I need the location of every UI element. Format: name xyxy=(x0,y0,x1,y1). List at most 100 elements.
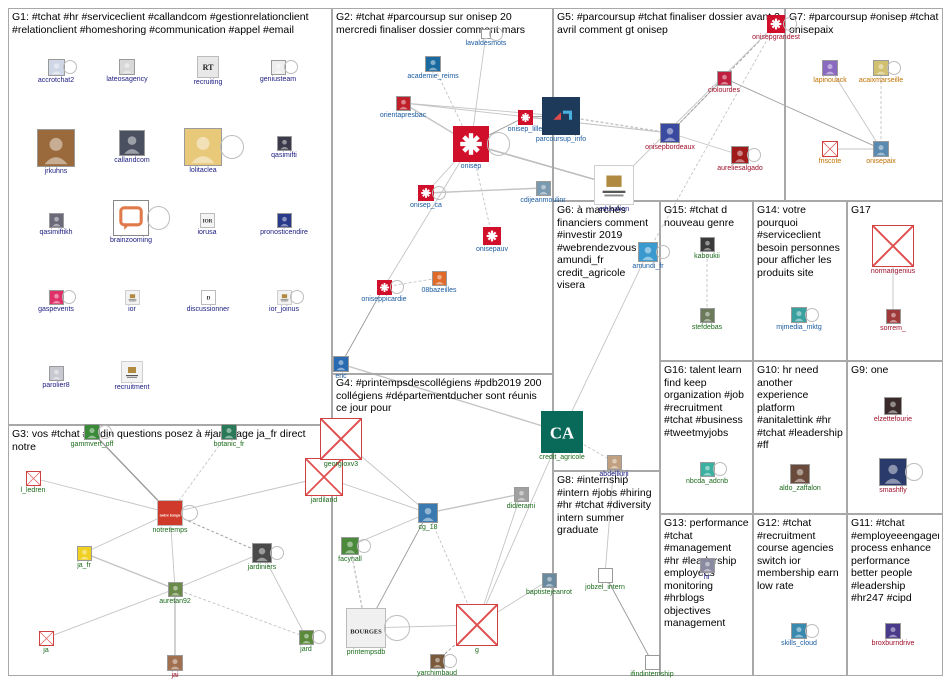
edge-oniseppicardie-08bazeilles xyxy=(383,277,440,288)
ca-logo-icon: CA xyxy=(541,411,583,453)
x-icon xyxy=(456,604,498,646)
avatar-icon xyxy=(341,537,359,555)
group-label-g14: G14: votre pourquoi #serviceclient besoi… xyxy=(757,204,843,279)
avatar-icon xyxy=(822,60,838,76)
node-label: ciolourdes xyxy=(708,86,740,94)
edge-jobzel_intern-ifindinternship xyxy=(604,574,653,663)
self-loop-icon xyxy=(357,539,371,553)
avatar-icon xyxy=(873,60,889,76)
avatar-icon xyxy=(597,567,613,583)
x-icon xyxy=(872,225,914,267)
crest-icon xyxy=(124,289,140,305)
node-label: yarchimbaud xyxy=(416,669,458,677)
group-box-g9 xyxy=(847,361,943,514)
avatar-icon xyxy=(699,461,715,477)
self-loop-icon xyxy=(270,546,284,560)
avatar-icon xyxy=(431,270,447,286)
self-loop-icon xyxy=(805,308,819,322)
edge-onisep-lavaldesmots xyxy=(470,33,487,145)
node-label: lolitaclea xyxy=(189,167,217,174)
group-label-g6: G6: à marchés financiers comment #invest… xyxy=(557,204,649,291)
avatar-icon xyxy=(418,503,438,523)
edge-auretan92-ja_fr xyxy=(83,552,176,590)
node-label: ja xyxy=(43,646,49,654)
group-label-g1: G1: #tchat #hr #serviceclient #callandco… xyxy=(12,11,312,36)
node-label: aureliesalgado xyxy=(717,165,763,172)
node-label: g xyxy=(475,647,479,654)
onisep-logo-icon xyxy=(483,227,501,245)
edge-facynall-printempsdb xyxy=(349,545,367,629)
node-label: lavaldesmots xyxy=(465,40,507,47)
logo-icon: RT xyxy=(197,56,219,78)
self-loop-icon xyxy=(147,206,171,230)
node-label: qasimifti xyxy=(271,151,297,159)
node-label: smashfly xyxy=(879,487,907,494)
svg-text:IOR: IOR xyxy=(202,218,212,224)
avatar-icon xyxy=(716,70,732,86)
avatar-icon xyxy=(885,308,901,324)
self-loop-icon xyxy=(311,630,326,644)
self-loop-icon xyxy=(487,132,511,156)
group-label-g15: G15: #tchat d nouveau genre xyxy=(664,204,735,229)
avatar-icon xyxy=(276,135,292,151)
edge-jobzel_intern-abdellkirji xyxy=(604,461,615,576)
node-label: l_ledren xyxy=(20,486,46,494)
node-label: qasimiftikh xyxy=(39,228,73,236)
node-label: normangenius xyxy=(870,268,916,275)
node-label: geniusteam xyxy=(259,75,297,83)
group-label-g12: G12: #tchat #recruitment course agencies… xyxy=(757,517,842,592)
avatar-icon xyxy=(252,543,272,563)
group-label-g3: G3: vos #tchat #jardin questions posez à… xyxy=(12,428,309,453)
avatar-icon xyxy=(513,486,529,502)
edge-g-credit_agricole xyxy=(476,431,563,626)
node-label: jobzel_intern xyxy=(585,583,625,591)
avatar-icon xyxy=(879,458,907,486)
avatar-icon xyxy=(167,655,183,671)
node-label: acaixmarseille xyxy=(858,77,904,84)
avatar-icon xyxy=(791,307,807,323)
node-label: abdellkirji xyxy=(599,470,629,478)
avatar-icon xyxy=(541,572,557,588)
node-label: callandcom xyxy=(114,157,150,164)
avatar-icon xyxy=(644,654,660,670)
node-label: aldo_zaffalon xyxy=(779,485,821,492)
self-loop-icon xyxy=(389,280,404,294)
group-label-g8: G8: #internship #intern #jobs #hiring #h… xyxy=(557,474,655,536)
self-loop-icon xyxy=(905,463,923,481)
edge-jardiniers-jard xyxy=(261,552,307,638)
node-label: kaboukii xyxy=(694,252,720,260)
group-box-g2 xyxy=(332,8,553,374)
node-label: jrkuhns xyxy=(44,168,68,175)
edge-auretan92-jard xyxy=(174,588,307,638)
onisep-logo-icon xyxy=(517,109,533,125)
self-loop-icon xyxy=(181,504,198,522)
group-box-g14 xyxy=(753,201,847,361)
logo-icon: notre temps xyxy=(157,500,183,526)
node-label: gammvert_off xyxy=(70,441,114,448)
node-label: nbcda_adcnb xyxy=(685,477,729,485)
crest-icon xyxy=(594,165,634,205)
crest-icon xyxy=(121,361,143,383)
node-label: ja_fr xyxy=(77,561,91,569)
svg-text:CA: CA xyxy=(550,423,574,442)
node-label: mjmedia_mktg xyxy=(776,324,822,331)
x-icon xyxy=(305,458,343,496)
onisep-logo-icon xyxy=(418,185,434,201)
node-label: onisep xyxy=(460,163,482,170)
self-loop-icon xyxy=(62,60,77,74)
graph-edges xyxy=(32,23,894,663)
node-label: baptistejeanrot xyxy=(526,588,572,596)
group-label-g4: G4: #printempsdescollégiens #pdb2019 200… xyxy=(336,377,545,414)
node-label: 08bazeilles xyxy=(421,286,457,294)
edge-notretemps-gammvert_off xyxy=(91,431,171,514)
node-label: lateosagency xyxy=(106,76,148,83)
edge-parcoursup_info-orientapresbac xyxy=(402,102,562,117)
self-loop-icon xyxy=(98,425,112,439)
self-loop-icon xyxy=(489,27,503,41)
node-label: lapinouack xyxy=(813,77,847,84)
edge-notretemps-l_ledren xyxy=(32,477,171,514)
group-label-g11: G11: #tchat #employeeengagement process … xyxy=(851,517,939,604)
group-box-g7 xyxy=(785,8,943,201)
node-label: sorrem_ xyxy=(880,324,906,332)
edge-onisep-oniseppicardie xyxy=(383,143,472,288)
